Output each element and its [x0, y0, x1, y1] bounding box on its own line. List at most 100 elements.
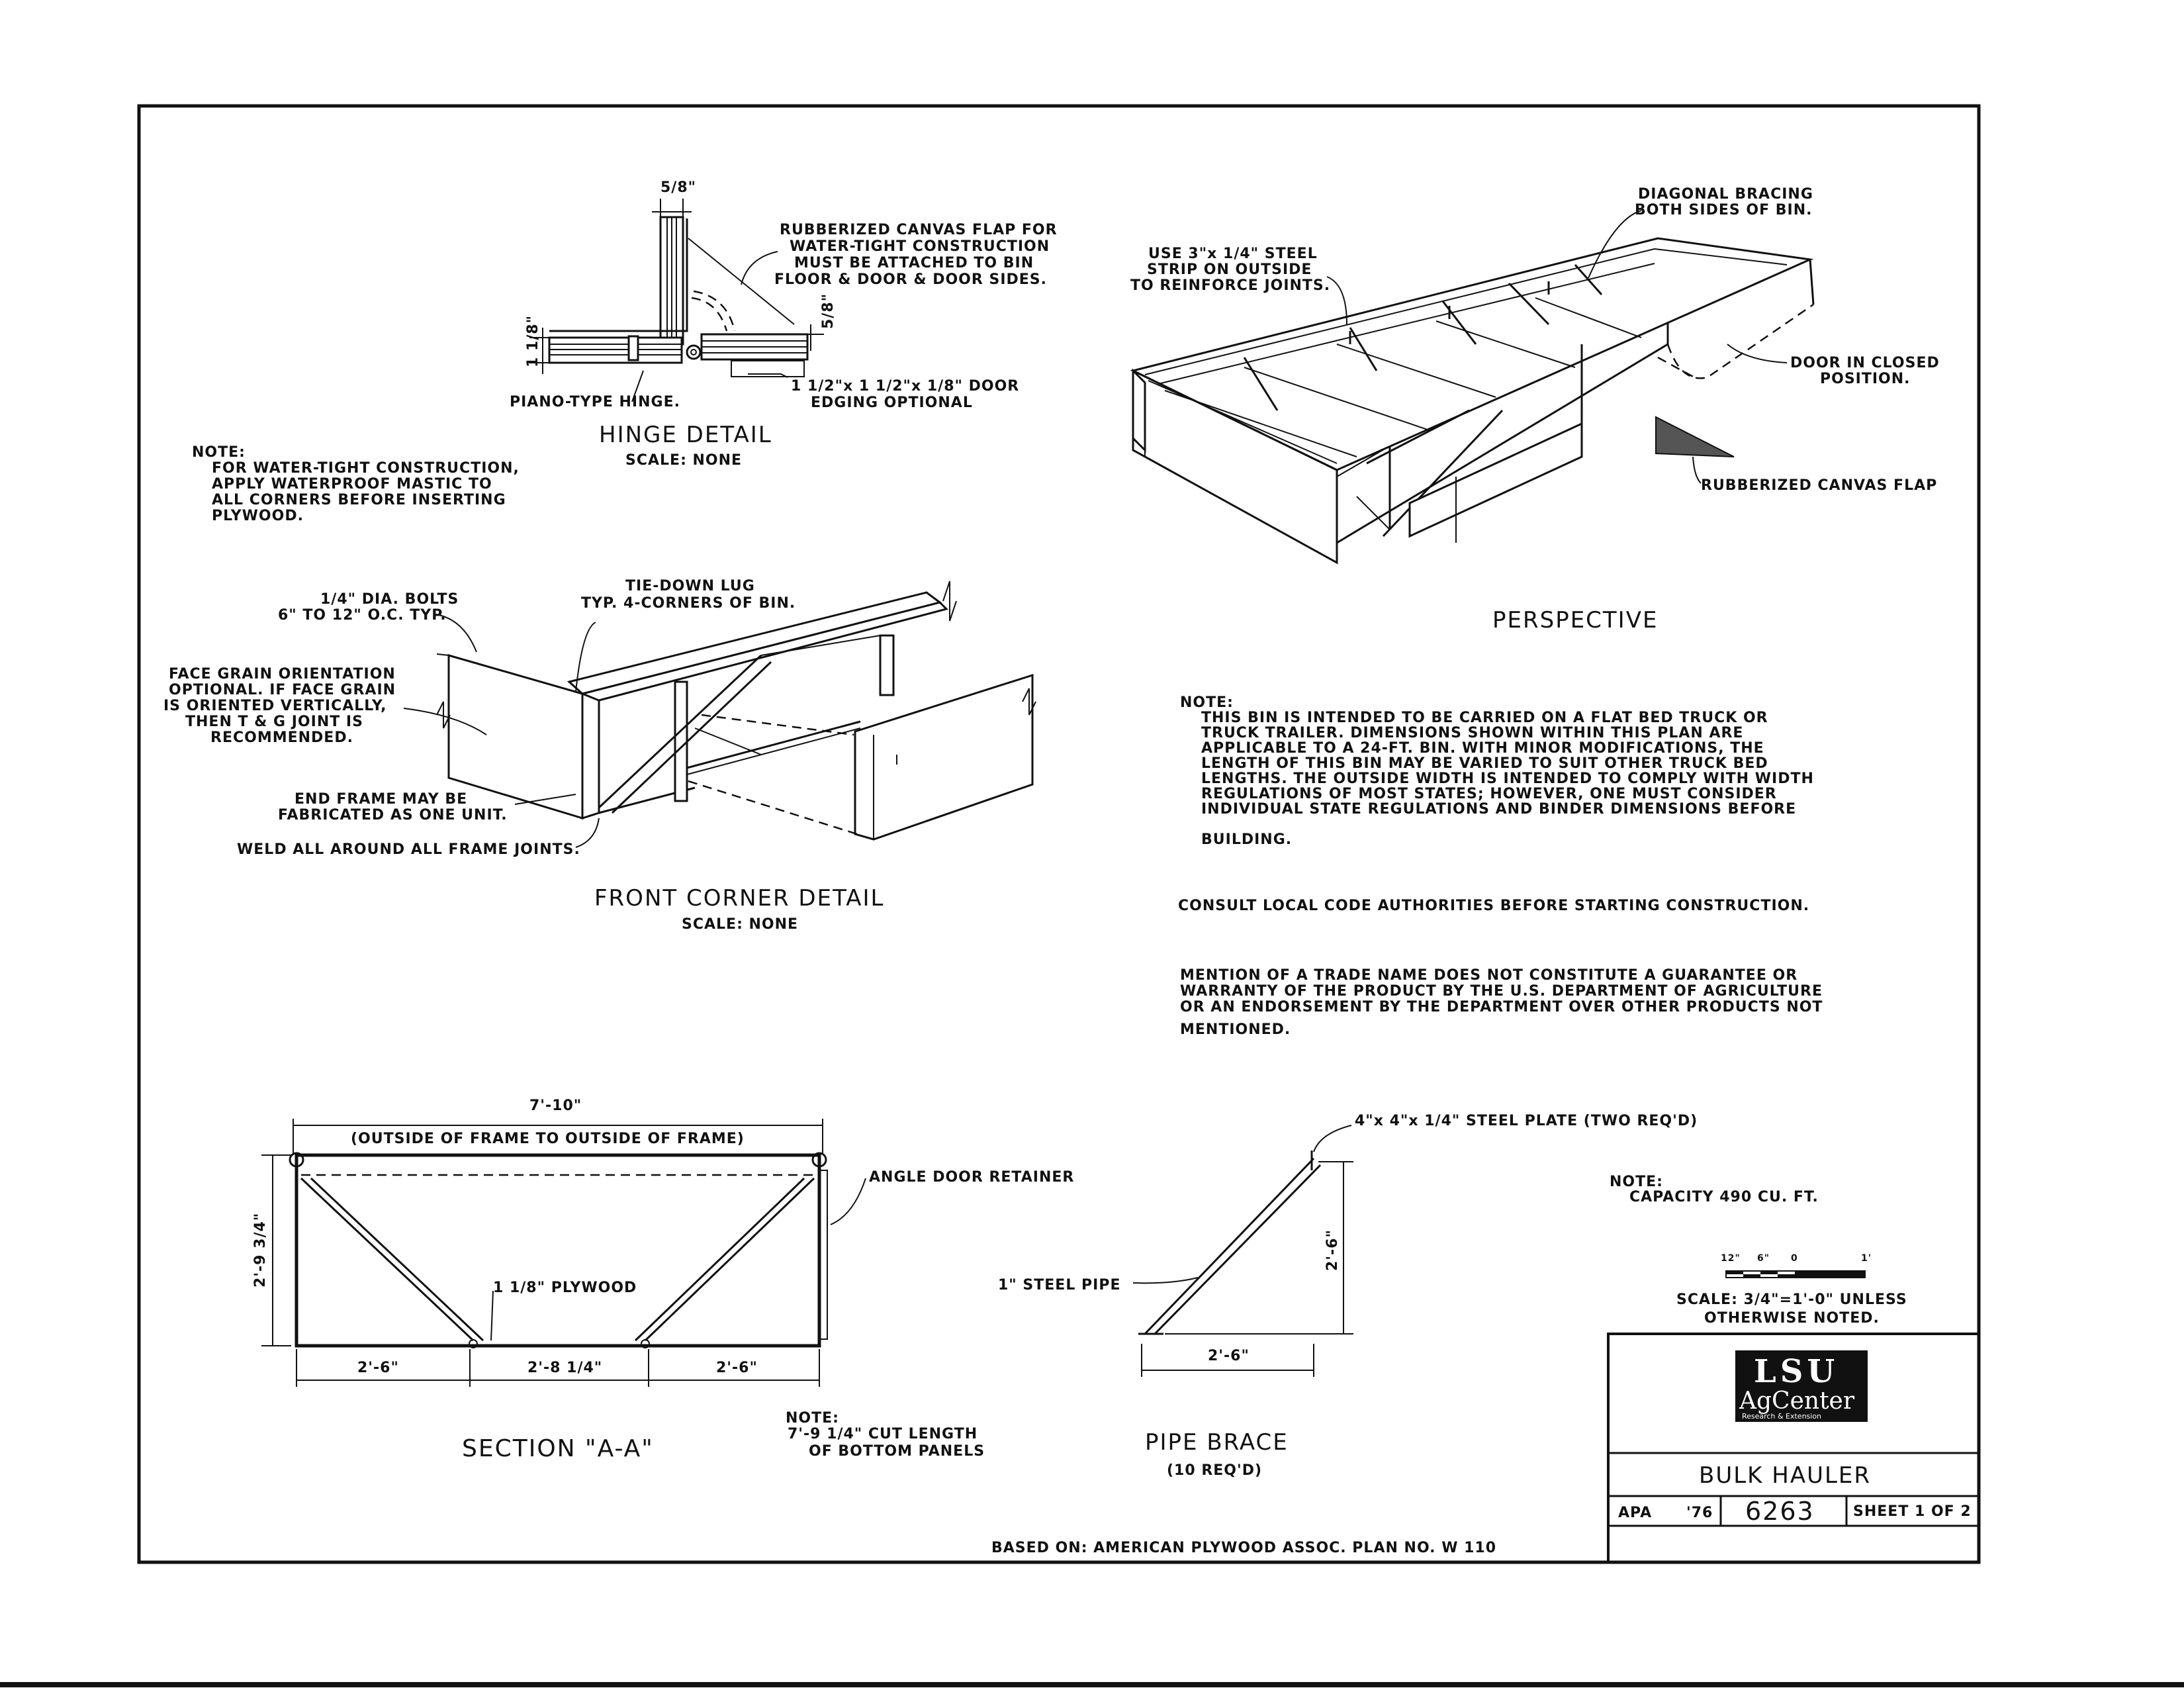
svg-text:APPLICABLE TO A 24-FT. BIN. WI: APPLICABLE TO A 24-FT. BIN. WITH MINOR M…: [1201, 740, 1764, 757]
svg-text:USE 3"x 1/4" STEEL: USE 3"x 1/4" STEEL: [1148, 246, 1318, 262]
svg-text:INDIVIDUAL STATE REGULATIONS A: INDIVIDUAL STATE REGULATIONS AND BINDER …: [1201, 801, 1796, 818]
svg-text:END FRAME MAY BE: END FRAME MAY BE: [295, 791, 467, 808]
svg-text:12": 12": [1721, 1253, 1741, 1264]
svg-text:THEN T & G JOINT IS: THEN T & G JOINT IS: [185, 714, 363, 730]
svg-text:NOTE:: NOTE:: [1180, 694, 1234, 711]
steel-plate-label: 4"x 4"x 1/4" STEEL PLATE (TWO REQ'D): [1355, 1113, 1698, 1129]
svg-text:NOTE:: NOTE:: [192, 444, 246, 461]
apa-label: APA: [1618, 1505, 1652, 1521]
svg-text:THIS BIN IS INTENDED TO BE CAR: THIS BIN IS INTENDED TO BE CARRIED ON A …: [1201, 710, 1768, 726]
svg-text:1/4" DIA. BOLTS: 1/4" DIA. BOLTS: [320, 591, 459, 608]
steel-strip-note: USE 3"x 1/4" STEEL STRIP ON OUTSIDE TO R…: [1130, 246, 1330, 294]
tiedown-note: TIE-DOWN LUG TYP. 4-CORNERS OF BIN.: [581, 578, 796, 612]
end-frame-note: END FRAME MAY BE FABRICATED AS ONE UNIT.: [278, 791, 508, 823]
svg-text:EDGING OPTIONAL: EDGING OPTIONAL: [811, 395, 973, 411]
sheet-border: [137, 104, 1981, 1564]
svg-text:AgCenter: AgCenter: [1739, 1387, 1855, 1415]
pipe-width-dim: 2'-6": [1208, 1348, 1250, 1364]
pipe-brace: [1132, 1125, 1353, 1377]
svg-text:RECOMMENDED.: RECOMMENDED.: [210, 729, 353, 746]
front-corner-title: FRONT CORNER DETAIL: [594, 885, 884, 912]
hinge-dim-top: 5/8": [660, 179, 696, 196]
svg-text:PLYWOOD.: PLYWOOD.: [212, 508, 304, 524]
svg-text:WARRANTY OF THE PRODUCT BY THE: WARRANTY OF THE PRODUCT BY THE U.S. DEPA…: [1180, 983, 1823, 1000]
sheet-number: SHEET 1 OF 2: [1853, 1503, 1972, 1520]
plan-number: 6263: [1745, 1497, 1815, 1526]
section-height-dim: 2'-9 3/4": [252, 1213, 269, 1288]
svg-text:IS ORIENTED VERTICALLY,: IS ORIENTED VERTICALLY,: [163, 698, 387, 714]
svg-text:NOTE:: NOTE:: [786, 1410, 839, 1427]
front-corner-detail: [403, 581, 1036, 848]
pipe-brace-req: (10 REQ'D): [1167, 1462, 1262, 1479]
general-note: NOTE: THIS BIN IS INTENDED TO BE CARRIED…: [1180, 694, 1813, 848]
title-block: LSU AgCenter Research & Extension: [1607, 1333, 1980, 1564]
cut-length-note: NOTE: 7'-9 1/4" CUT LENGTH OF BOTTOM PAN…: [786, 1410, 984, 1460]
svg-text:CAPACITY 490 CU. FT.: CAPACITY 490 CU. FT.: [1629, 1189, 1819, 1205]
svg-text:FLOOR & DOOR & DOOR SIDES.: FLOOR & DOOR & DOOR SIDES.: [774, 271, 1047, 288]
consult-note: CONSULT LOCAL CODE AUTHORITIES BEFORE ST…: [1178, 898, 1809, 914]
svg-text:STRIP ON OUTSIDE: STRIP ON OUTSIDE: [1147, 261, 1312, 278]
svg-text:1': 1': [1861, 1253, 1872, 1264]
svg-text:OPTIONAL. IF FACE GRAIN: OPTIONAL. IF FACE GRAIN: [169, 682, 396, 698]
hinge-detail-scale: SCALE: NONE: [625, 452, 742, 469]
section-dim-right: 2'-6": [716, 1360, 758, 1376]
pipe-brace-title: PIPE BRACE: [1145, 1429, 1289, 1456]
svg-text:6": 6": [1757, 1253, 1770, 1264]
hinge-flap-note: RUBBERIZED CANVAS FLAP FOR WATER-TIGHT C…: [774, 222, 1058, 288]
lsu-agcenter-logo: LSU AgCenter Research & Extension: [1735, 1350, 1868, 1422]
section-dim-left: 2'-6": [357, 1360, 399, 1376]
pipe-height-dim: 2'-6": [1324, 1229, 1341, 1271]
svg-text:NOTE:: NOTE:: [1610, 1174, 1663, 1190]
based-on-note: BASED ON: AMERICAN PLYWOOD ASSOC. PLAN N…: [991, 1540, 1496, 1556]
svg-text:OTHERWISE NOTED.: OTHERWISE NOTED.: [1704, 1310, 1880, 1327]
svg-text:BOTH SIDES OF BIN.: BOTH SIDES OF BIN.: [1635, 202, 1813, 218]
svg-text:Research & Extension: Research & Extension: [1742, 1412, 1821, 1421]
hinge-detail-title: HINGE DETAIL: [599, 422, 772, 448]
weld-note: WELD ALL AROUND ALL FRAME JOINTS.: [237, 841, 580, 858]
svg-text:0: 0: [1791, 1253, 1798, 1264]
svg-text:POSITION.: POSITION.: [1820, 371, 1911, 387]
svg-text:OR AN ENDORSEMENT BY THE DEPAR: OR AN ENDORSEMENT BY THE DEPARTMENT OVER…: [1180, 999, 1823, 1015]
svg-text:FABRICATED AS ONE UNIT.: FABRICATED AS ONE UNIT.: [278, 807, 508, 823]
angle-retainer-label: ANGLE DOOR RETAINER: [869, 1169, 1074, 1186]
svg-text:BUILDING.: BUILDING.: [1201, 831, 1292, 848]
trade-name-note: MENTION OF A TRADE NAME DOES NOT CONSTIT…: [1180, 967, 1823, 1038]
svg-text:APPLY WATERPROOF MASTIC TO: APPLY WATERPROOF MASTIC TO: [212, 476, 492, 492]
svg-text:6" TO 12" O.C. TYP.: 6" TO 12" O.C. TYP.: [278, 607, 447, 624]
plywood-label: 1 1/8" PLYWOOD: [493, 1280, 637, 1296]
svg-text:FOR WATER-TIGHT CONSTRUCTION,: FOR WATER-TIGHT CONSTRUCTION,: [212, 460, 520, 477]
front-corner-scale: SCALE: NONE: [682, 916, 798, 933]
svg-text:TYP. 4-CORNERS OF BIN.: TYP. 4-CORNERS OF BIN.: [581, 595, 796, 612]
svg-text:LENGTH OF THIS BIN MAY BE VARI: LENGTH OF THIS BIN MAY BE VARIED TO SUIT…: [1201, 755, 1768, 772]
section-aa: [261, 1119, 866, 1387]
svg-text:FACE GRAIN ORIENTATION: FACE GRAIN ORIENTATION: [169, 666, 396, 682]
svg-text:WATER-TIGHT CONSTRUCTION: WATER-TIGHT CONSTRUCTION: [790, 238, 1050, 255]
svg-text:TRUCK TRAILER. DIMENSIONS SHOW: TRUCK TRAILER. DIMENSIONS SHOWN WITHIN T…: [1201, 725, 1743, 741]
section-dim-mid: 2'-8 1/4": [527, 1360, 602, 1376]
svg-text:LSU: LSU: [1754, 1353, 1839, 1390]
plan-year: '76: [1686, 1505, 1713, 1521]
svg-text:MUST BE ATTACHED TO BIN: MUST BE ATTACHED TO BIN: [794, 255, 1034, 271]
svg-text:TIE-DOWN LUG: TIE-DOWN LUG: [625, 578, 755, 594]
perspective-title: PERSPECTIVE: [1492, 607, 1658, 633]
svg-text:DOOR IN CLOSED: DOOR IN CLOSED: [1790, 355, 1940, 371]
note-watertight: NOTE: FOR WATER-TIGHT CONSTRUCTION, APPL…: [192, 444, 520, 524]
bolts-note: 1/4" DIA. BOLTS 6" TO 12" O.C. TYP.: [278, 591, 459, 624]
svg-text:1 1/2"x 1 1/2"x 1/8" DOOR: 1 1/2"x 1 1/2"x 1/8" DOOR: [791, 378, 1019, 395]
capacity-note: NOTE: CAPACITY 490 CU. FT.: [1610, 1174, 1819, 1205]
svg-text:MENTION OF A TRADE NAME DOES N: MENTION OF A TRADE NAME DOES NOT CONSTIT…: [1180, 967, 1797, 984]
canvas-flap-label: RUBBERIZED CANVAS FLAP: [1701, 477, 1937, 494]
scale-note: SCALE: 3/4"=1'-0" UNLESS OTHERWISE NOTED…: [1676, 1291, 1907, 1327]
door-edging-label: 1 1/2"x 1 1/2"x 1/8" DOOR EDGING OPTIONA…: [791, 378, 1019, 411]
section-overall-dim: 7'-10": [529, 1098, 582, 1114]
piano-hinge-label: PIANO-TYPE HINGE.: [510, 394, 680, 410]
svg-text:ALL CORNERS BEFORE INSERTING: ALL CORNERS BEFORE INSERTING: [212, 492, 506, 508]
plan-name: BULK HAULER: [1699, 1462, 1871, 1489]
diagonal-bracing-note: DIAGONAL BRACING BOTH SIDES OF BIN.: [1635, 186, 1813, 218]
svg-text:MENTIONED.: MENTIONED.: [1180, 1021, 1291, 1038]
face-grain-note: FACE GRAIN ORIENTATION OPTIONAL. IF FACE…: [163, 666, 396, 746]
svg-text:RUBBERIZED CANVAS FLAP FOR: RUBBERIZED CANVAS FLAP FOR: [780, 222, 1058, 238]
perspective-view: [1130, 210, 1815, 565]
door-closed-note: DOOR IN CLOSED POSITION.: [1790, 355, 1940, 387]
